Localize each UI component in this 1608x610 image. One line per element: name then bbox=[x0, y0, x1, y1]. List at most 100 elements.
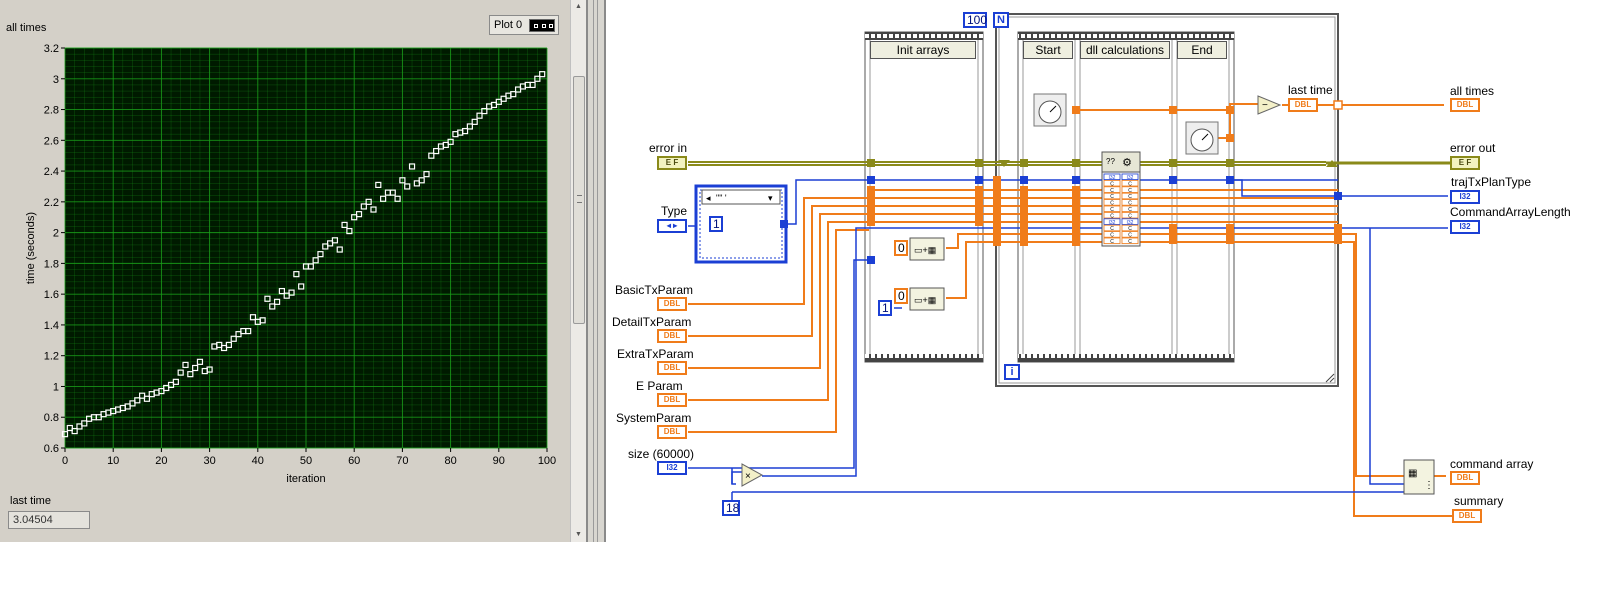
basic-tx-param-terminal[interactable]: DBL bbox=[657, 297, 687, 311]
dll-io-input-label: C bbox=[1110, 213, 1114, 219]
data-point bbox=[61, 431, 69, 438]
enum-dropdown-icon[interactable]: ▾ bbox=[768, 193, 773, 203]
dll-io-output-label: C bbox=[1128, 188, 1132, 194]
data-point bbox=[534, 75, 541, 82]
size-label: size (60000) bbox=[628, 447, 695, 461]
command-array-length-label: CommandArrayLength bbox=[1450, 205, 1571, 219]
detail-tx-param-terminal[interactable]: DBL bbox=[657, 329, 687, 343]
dll-io-input-label: C bbox=[1110, 226, 1114, 232]
data-point bbox=[375, 181, 382, 189]
build-array-icon: ▦ bbox=[1408, 468, 1417, 479]
multiplier-constant[interactable]: 18 bbox=[722, 500, 740, 516]
data-point bbox=[206, 366, 213, 373]
dll-io-input bbox=[1103, 218, 1121, 225]
data-point bbox=[278, 287, 285, 295]
init-one-constant[interactable]: 1 bbox=[878, 300, 892, 316]
data-point bbox=[404, 183, 411, 190]
data-point bbox=[476, 112, 483, 119]
multiply-node[interactable] bbox=[741, 463, 764, 487]
frame-dll-calculations-title: dll calculations bbox=[1080, 41, 1170, 59]
dll-io-output-label: I32 bbox=[1127, 175, 1134, 181]
last-time-terminal[interactable]: DBL bbox=[1288, 98, 1318, 112]
data-point bbox=[346, 227, 353, 235]
command-array-length-terminal[interactable]: I32 bbox=[1450, 220, 1480, 234]
scrollbar-thumb[interactable] bbox=[573, 76, 585, 324]
data-point bbox=[264, 295, 271, 302]
data-point bbox=[71, 427, 78, 435]
init-zero-constant-1[interactable]: 0 bbox=[894, 240, 908, 256]
data-point bbox=[399, 177, 406, 184]
e-param-label: E Param bbox=[636, 379, 683, 393]
data-point bbox=[269, 303, 276, 310]
data-point bbox=[172, 378, 179, 385]
data-point bbox=[317, 251, 324, 258]
scroll-down-arrow-icon[interactable]: ▼ bbox=[575, 531, 582, 538]
data-point bbox=[134, 397, 141, 404]
dll-io-output-label: C bbox=[1128, 207, 1132, 213]
data-point bbox=[273, 298, 281, 305]
init-zero-constant-2[interactable]: 0 bbox=[894, 288, 908, 304]
dll-io-input-label: C bbox=[1110, 207, 1114, 213]
subtract-node[interactable] bbox=[1257, 95, 1282, 115]
data-point bbox=[298, 283, 305, 290]
dll-io-input-label: C bbox=[1110, 181, 1114, 187]
front-panel-vertical-scrollbar[interactable]: ▲ ▼ bbox=[570, 0, 586, 542]
all-times-terminal[interactable]: DBL bbox=[1450, 98, 1480, 112]
build-array-grip-icon: ⋮ bbox=[1424, 480, 1434, 491]
e-param-terminal[interactable]: DBL bbox=[657, 393, 687, 407]
dll-node-header bbox=[1101, 151, 1141, 173]
loop-count-terminal[interactable]: N bbox=[993, 12, 1009, 28]
y-tick-label: 2 bbox=[53, 228, 59, 240]
pane-splitter[interactable] bbox=[586, 0, 606, 542]
enum-text: "" ' bbox=[716, 193, 727, 203]
data-point bbox=[510, 91, 517, 98]
data-point bbox=[312, 257, 319, 264]
data-point bbox=[249, 314, 257, 321]
size-terminal[interactable]: I32 bbox=[657, 461, 687, 475]
dll-io-output-label: C bbox=[1128, 181, 1132, 187]
system-param-terminal[interactable]: DBL bbox=[657, 425, 687, 439]
build-array-node[interactable] bbox=[1403, 459, 1435, 495]
error-out-terminal[interactable]: E F bbox=[1450, 156, 1480, 170]
summary-terminal[interactable]: DBL bbox=[1452, 509, 1482, 523]
dll-io-output-label: C bbox=[1128, 233, 1132, 239]
dll-node-header-label: ?? bbox=[1106, 157, 1115, 166]
enum-selector[interactable] bbox=[701, 189, 781, 205]
data-point bbox=[245, 327, 252, 335]
initialize-array-node-1[interactable] bbox=[909, 237, 945, 261]
traj-tx-plan-type-terminal[interactable]: I32 bbox=[1450, 190, 1480, 204]
y-tick-label: 1.2 bbox=[44, 351, 59, 363]
x-tick-label: 60 bbox=[348, 455, 360, 467]
graph-label: all times bbox=[6, 22, 47, 34]
plot-legend[interactable]: Plot 0 bbox=[489, 15, 559, 35]
plot-points bbox=[61, 71, 546, 438]
error-in-terminal[interactable]: E F bbox=[657, 156, 687, 170]
loop-count-constant[interactable]: 100 bbox=[963, 12, 987, 28]
ring-case-constant[interactable]: 1 bbox=[709, 216, 723, 232]
y-axis-ticks: 0.60.811.21.41.61.822.22.42.62.833.2 bbox=[44, 43, 65, 455]
x-tick-label: 100 bbox=[538, 455, 556, 467]
loop-resize-handle-icon[interactable] bbox=[1325, 373, 1335, 383]
data-point bbox=[365, 198, 372, 205]
multiply-sign: × bbox=[745, 471, 751, 482]
loop-iteration-terminal[interactable]: i bbox=[1004, 364, 1020, 380]
data-point bbox=[408, 163, 416, 170]
x-axis-label: iteration bbox=[286, 473, 325, 485]
extra-tx-param-terminal[interactable]: DBL bbox=[657, 361, 687, 375]
type-terminal[interactable]: ◂ ▸ bbox=[657, 219, 687, 233]
initialize-array-node-2[interactable] bbox=[909, 287, 945, 311]
data-point bbox=[529, 81, 536, 89]
dll-io-input bbox=[1103, 224, 1121, 232]
data-point bbox=[461, 127, 469, 135]
data-point bbox=[196, 358, 204, 365]
x-tick-label: 80 bbox=[444, 455, 456, 467]
y-tick-label: 0.8 bbox=[44, 412, 59, 424]
x-tick-label: 50 bbox=[300, 455, 312, 467]
command-array-terminal[interactable]: DBL bbox=[1450, 471, 1480, 485]
init-film-bottom bbox=[865, 354, 983, 362]
scroll-up-arrow-icon[interactable]: ▲ bbox=[575, 3, 582, 10]
